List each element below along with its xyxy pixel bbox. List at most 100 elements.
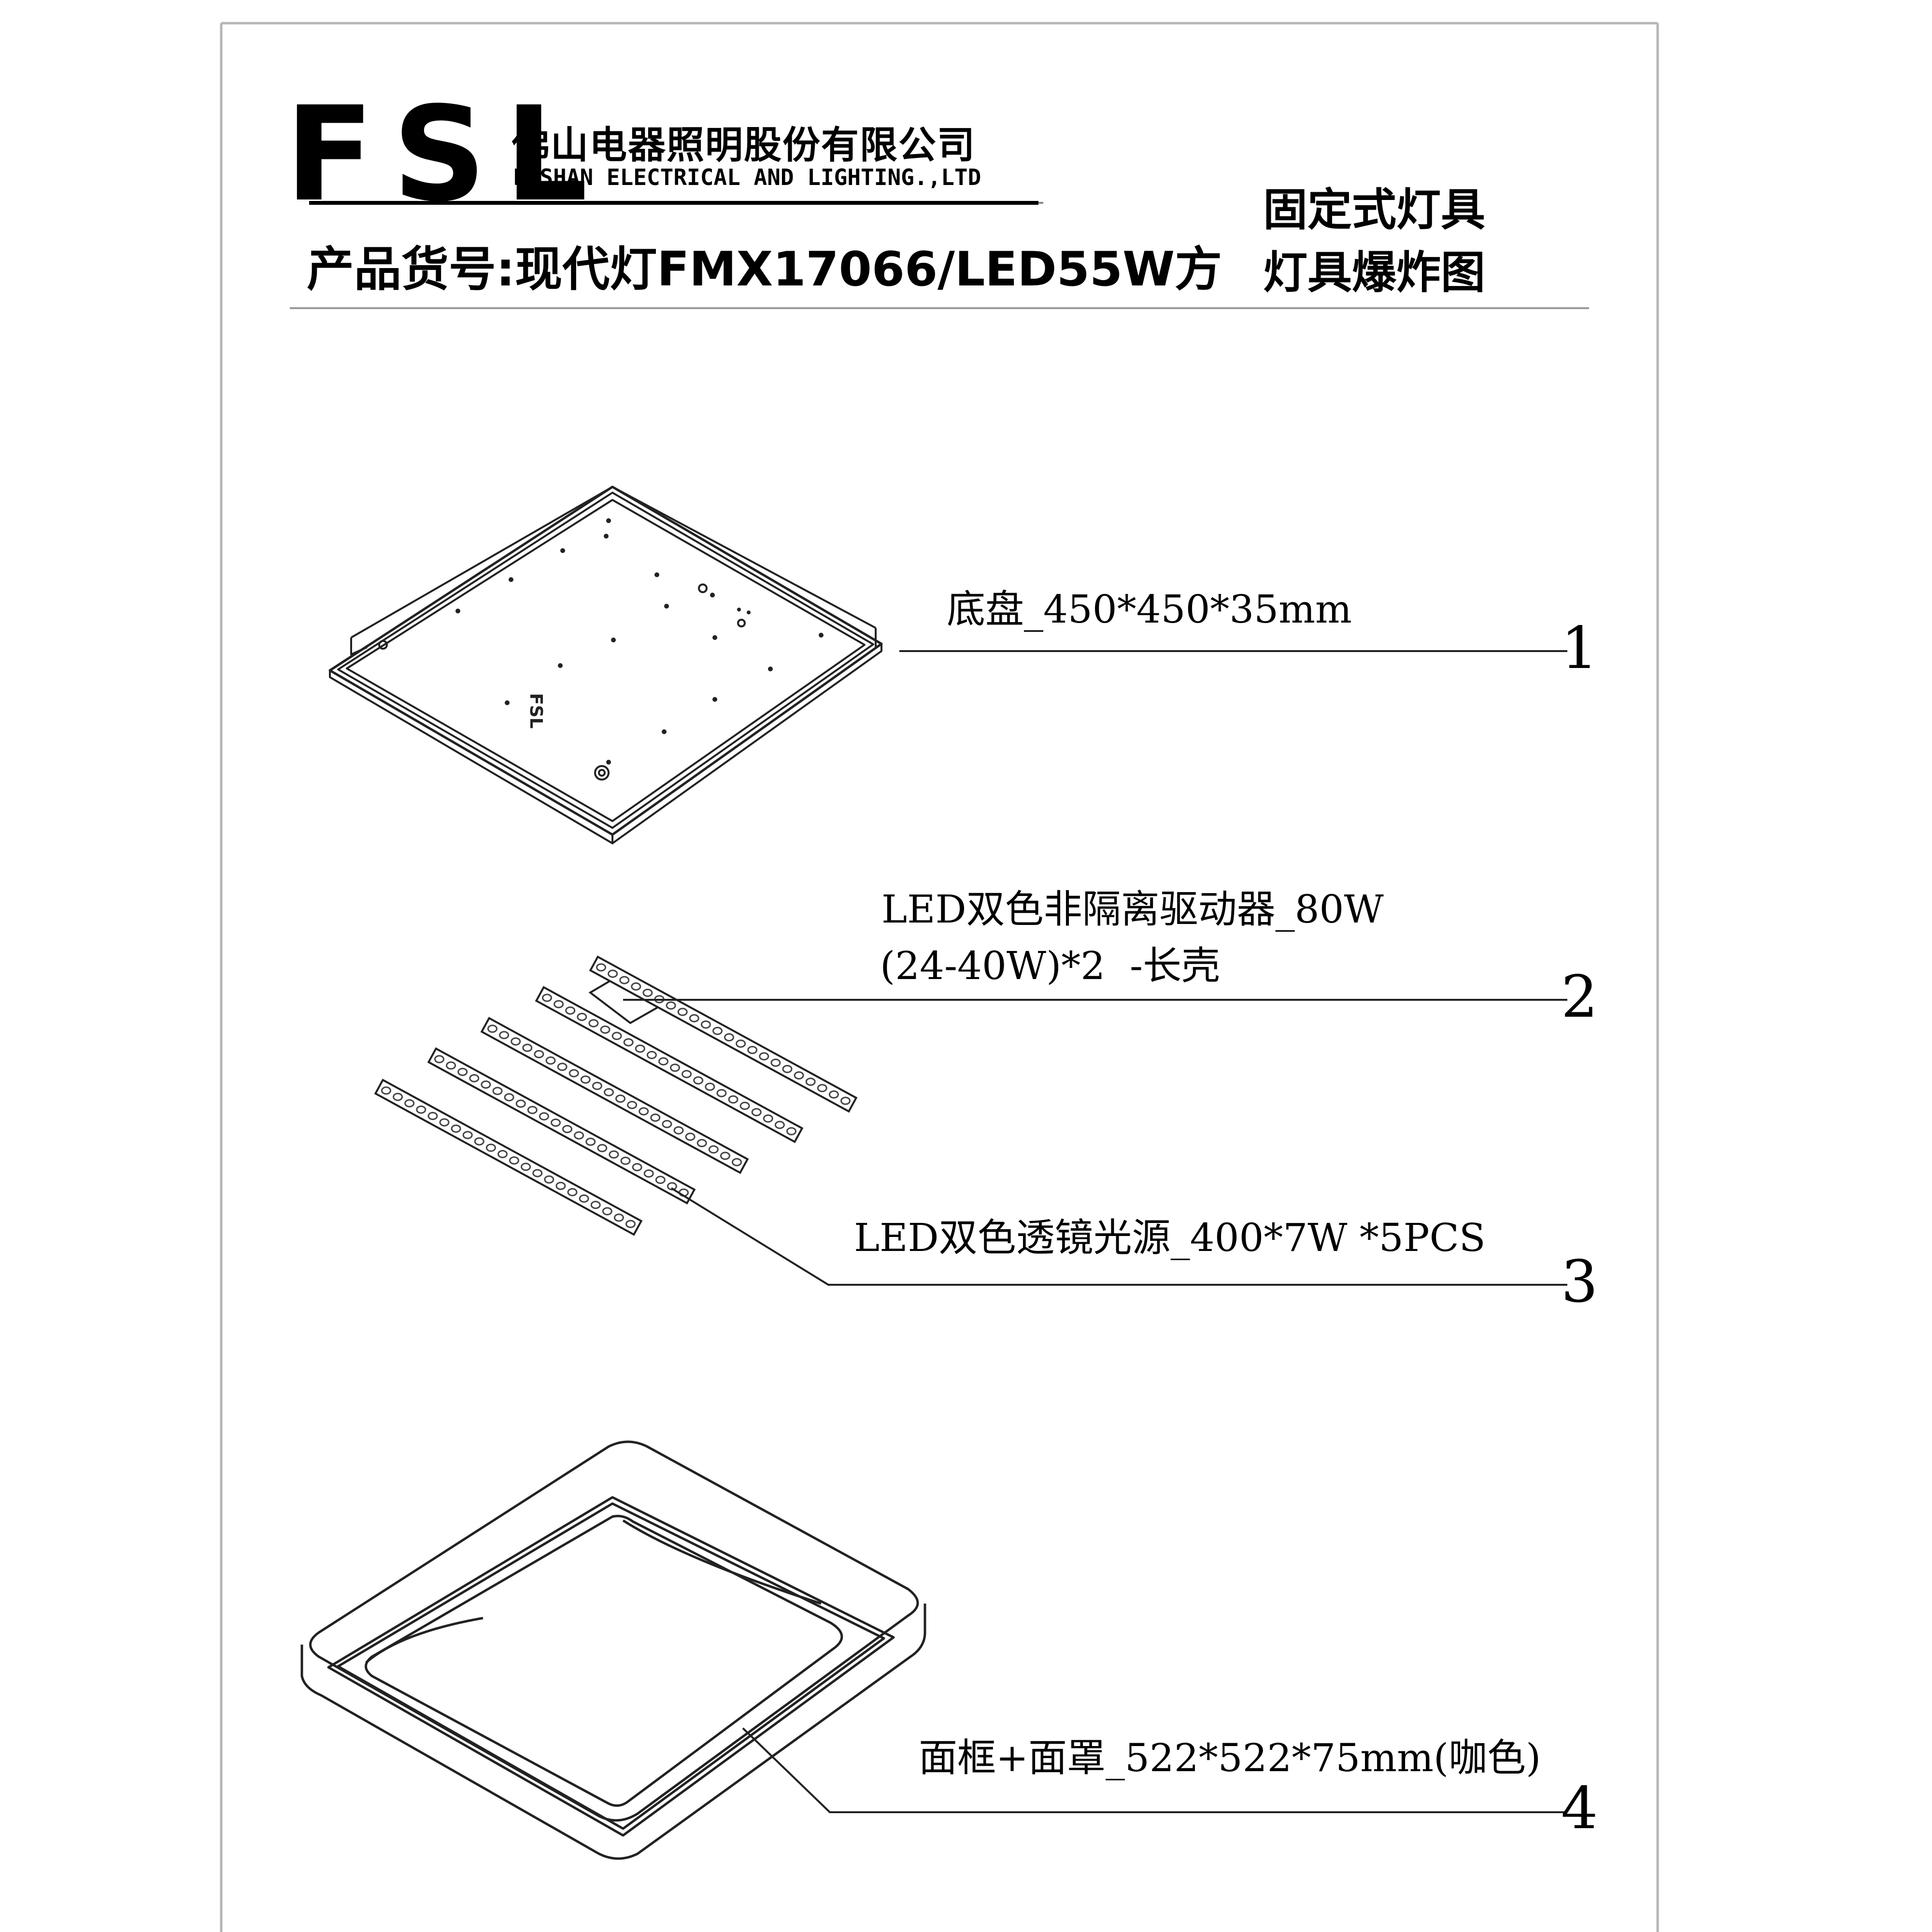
led-chip [545, 1056, 556, 1065]
led-chip [596, 963, 606, 972]
led-chip [623, 1038, 634, 1047]
led-chip [580, 1075, 591, 1084]
led-chip [604, 1088, 614, 1096]
led-chip [497, 1150, 508, 1158]
led-chip [522, 1043, 533, 1052]
led-chip [600, 1025, 611, 1034]
led-strip [480, 1017, 749, 1174]
leader-lines [623, 650, 1567, 1813]
led-chip [759, 1052, 769, 1061]
led-chip [632, 1163, 642, 1171]
led-chip [427, 1112, 438, 1120]
led-chip [585, 1137, 596, 1146]
led-chip [492, 1087, 503, 1095]
led-chip [446, 1061, 456, 1070]
led-chip [782, 1065, 793, 1073]
led-chip [602, 1207, 612, 1216]
led-chip [716, 1089, 727, 1097]
led-chip [794, 1071, 804, 1080]
led-chip [521, 1163, 531, 1171]
face-frame-drawing [300, 1440, 926, 1860]
led-chip [416, 1105, 426, 1114]
led-chip [805, 1078, 816, 1086]
led-chip [534, 1050, 544, 1058]
part-3-label: LED双色透镜光源_400*7W *5PCS [854, 1215, 1486, 1260]
page-frame [220, 22, 1659, 1932]
led-chip [739, 1102, 750, 1110]
led-chip [627, 1101, 638, 1109]
led-chip [567, 1188, 578, 1196]
part-4-number: 4 [1561, 1775, 1598, 1842]
led-chip [608, 969, 618, 978]
led-chip [511, 1037, 521, 1046]
led-chip [393, 1093, 403, 1101]
led-chip [462, 1131, 473, 1139]
led-chip [763, 1114, 773, 1123]
led-chip [708, 1145, 719, 1154]
led-chip [544, 1175, 554, 1184]
led-chip [532, 1169, 543, 1178]
led-chip [662, 1120, 672, 1128]
part-3-number: 3 [1561, 1249, 1598, 1316]
led-chip [481, 1080, 491, 1089]
led-chip [658, 1057, 668, 1065]
led-chip [747, 1046, 758, 1054]
led-chip [568, 1069, 579, 1078]
led-chip [474, 1137, 484, 1146]
base-plate-marking: FSL [526, 693, 546, 728]
part-4-label: 面框+面罩_522*522*75mm(咖色) [919, 1735, 1541, 1780]
led-chip [381, 1086, 391, 1095]
led-chip [542, 994, 552, 1002]
led-chip [554, 1000, 564, 1009]
led-chip [751, 1108, 762, 1117]
base-plate-holes [455, 518, 824, 765]
led-strip [589, 955, 858, 1113]
led-chip [487, 1024, 497, 1033]
company-name-english: FOSHAN ELECTRICAL AND LIGHTING.,LTD [513, 164, 981, 190]
led-chip [565, 1006, 576, 1015]
led-chip [551, 1118, 561, 1127]
led-chip [469, 1074, 480, 1082]
led-chip [673, 1126, 684, 1135]
led-chip [840, 1096, 851, 1105]
company-name-chinese: 佛山电器照明股份有限公司 [512, 124, 976, 167]
led-chip [527, 1106, 538, 1114]
led-chip [499, 1031, 510, 1039]
led-chip [685, 1133, 696, 1141]
document-type-line2: 灯具爆炸图 [1263, 247, 1486, 298]
led-chip [579, 1194, 589, 1203]
led-chip [828, 1090, 839, 1099]
led-chip [774, 1121, 785, 1129]
led-chip [504, 1093, 514, 1102]
led-chip [643, 1169, 654, 1178]
part-2-label-line2: (24-40W)*2 -长壳 [880, 943, 1221, 988]
led-strip [427, 1047, 696, 1205]
led-chip [770, 1058, 781, 1067]
part-1-number: 1 [1561, 615, 1598, 682]
led-chip [677, 1008, 688, 1016]
led-chip [509, 1156, 519, 1165]
led-chip [712, 1026, 723, 1035]
led-chip [485, 1143, 496, 1152]
led-chip [620, 1156, 631, 1165]
led-chip [577, 1012, 587, 1021]
led-chip [650, 1113, 661, 1122]
led-chip [635, 1044, 645, 1053]
led-strips-drawing [374, 955, 858, 1236]
led-strip [374, 1079, 643, 1236]
led-chip [732, 1158, 742, 1166]
part-1-label: 底盘_450*450*35mm [947, 587, 1352, 632]
led-chip [646, 1051, 657, 1059]
part-2-label-line1: LED双色非隔离驱动器_80W [881, 887, 1384, 932]
led-chip [655, 1176, 666, 1184]
led-chip [625, 1220, 636, 1228]
led-chip [705, 1082, 715, 1091]
led-chip [609, 1150, 619, 1159]
led-strip [535, 986, 804, 1143]
part-2-number: 2 [1561, 964, 1598, 1031]
led-chip [439, 1118, 450, 1127]
led-chip [728, 1095, 739, 1104]
fsl-logo: FSL [285, 78, 606, 230]
led-chip [666, 1001, 676, 1010]
led-chip [720, 1151, 730, 1160]
